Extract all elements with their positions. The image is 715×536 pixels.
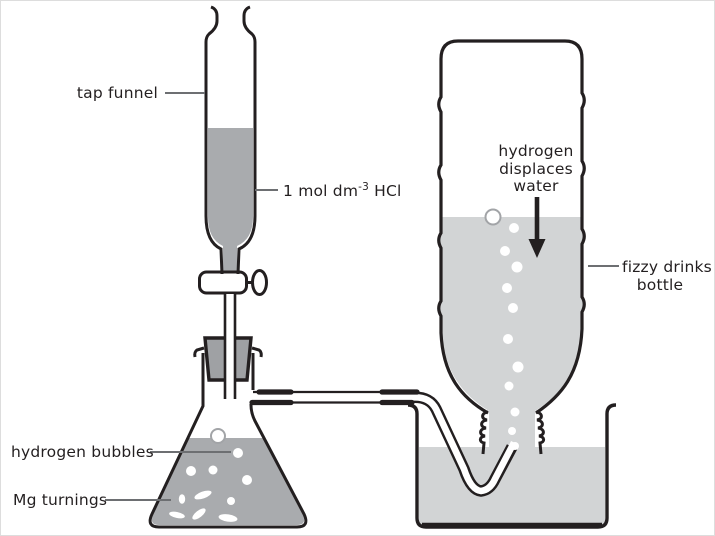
bubble: [504, 381, 514, 391]
outlet-tube-bore: [226, 294, 234, 399]
flask-neck-rim-right: [251, 346, 263, 358]
arrow-head: [528, 239, 546, 258]
delivery-tube-horizontal: [249, 389, 420, 406]
bottle-bubbles: [484, 208, 524, 450]
bubble: [503, 334, 513, 344]
hydrogen-bubbles-label: hydrogen bubbles: [11, 443, 154, 461]
bottle-left-side: [437, 39, 489, 415]
mg-turnings-shapes: [169, 490, 238, 522]
bung-and-outlet: [203, 293, 253, 399]
bubble: [186, 466, 196, 476]
trough-water: [419, 447, 605, 526]
fizzy-drinks-bottle: [437, 39, 586, 459]
mg-turning: [192, 508, 206, 520]
down-arrow-icon: [528, 197, 546, 258]
funnel-outline: [204, 5, 257, 275]
flask-liquid: [151, 438, 305, 525]
bubble: [242, 475, 252, 485]
bubble: [511, 442, 519, 450]
flask-outline: [148, 353, 308, 529]
mg-turning: [194, 490, 212, 500]
bottle-right-side: [535, 39, 586, 415]
bubble: [508, 427, 516, 435]
bubble: [508, 303, 518, 313]
mg-turning: [178, 494, 186, 504]
funnel-acid: [208, 128, 253, 273]
conical-flask: [148, 346, 308, 529]
flask-bubbles: [186, 428, 252, 505]
tap-funnel-label: tap funnel: [77, 84, 158, 102]
tube-rubber-sleeves: [249, 389, 420, 406]
flask-neck-rim-left: [193, 346, 205, 358]
mg-turnings-label: Mg turnings: [13, 491, 107, 509]
bubble: [510, 407, 520, 417]
bottle-neck-thread-left: [478, 410, 489, 455]
bubble: [509, 223, 519, 233]
hydrogen-displaces-label-line3: water: [513, 177, 559, 195]
hydrogen-displaces-label-line1: hydrogen: [498, 142, 573, 160]
hydrogen-displaces-label-line2: displaces: [499, 160, 573, 178]
tube-bend-bore: [409, 394, 517, 495]
stopcock-body[interactable]: [198, 270, 248, 295]
fizzy-bottle-label-line1: fizzy drinks: [622, 258, 712, 276]
fizzy-bottle-label-line2: bottle: [637, 276, 684, 294]
bubble: [500, 246, 510, 256]
delivery-tube-bend: [409, 391, 518, 497]
mg-turning: [218, 514, 238, 522]
outlet-tube-walls: [223, 293, 237, 399]
bubble: [484, 208, 502, 226]
mg-turning: [169, 511, 185, 519]
bubble: [208, 465, 218, 475]
bubble: [210, 428, 226, 444]
bubble: [512, 361, 524, 373]
tap-funnel: [198, 5, 268, 296]
bubble: [233, 448, 243, 458]
bubble: [227, 497, 235, 505]
bubble: [502, 283, 512, 293]
hcl-label: 1 mol dm-3 HCl: [283, 181, 402, 200]
bubble: [511, 261, 523, 273]
bottle-neck-thread-right: [535, 410, 546, 455]
water-trough: [407, 403, 617, 529]
stopcock-knob[interactable]: [251, 269, 268, 296]
